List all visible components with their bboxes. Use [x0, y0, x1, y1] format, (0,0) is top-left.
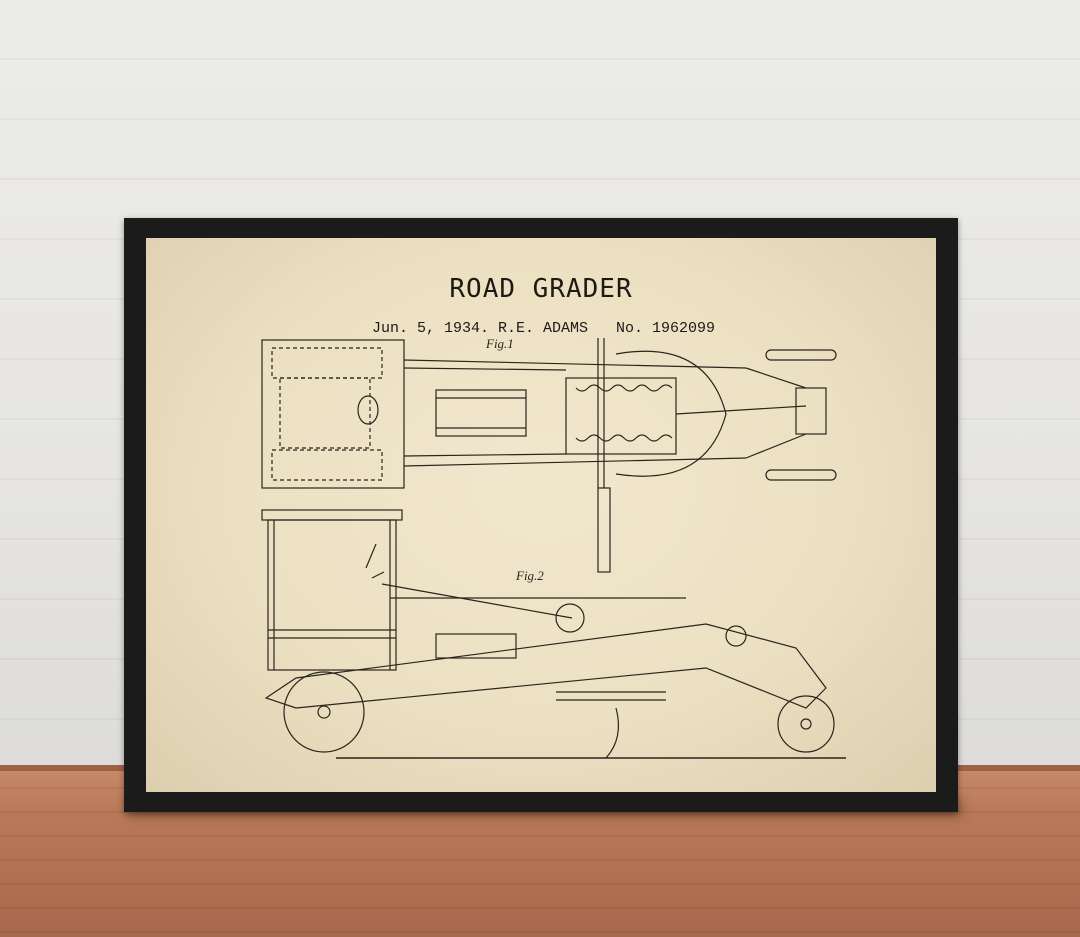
fig2-side-view — [261, 509, 846, 759]
patent-print: ROAD GRADER Jun. 5, 1934. R.E. ADAMS No.… — [146, 238, 936, 792]
patent-drawing: Fig.1 — [261, 336, 846, 759]
patent-number: No. 1962099 — [616, 320, 716, 337]
fig2-label: Fig.2 — [515, 568, 544, 583]
picture-frame: ROAD GRADER Jun. 5, 1934. R.E. ADAMS No.… — [124, 218, 958, 812]
fig1-label: Fig.1 — [485, 336, 514, 351]
patent-date: Jun. 5, 1934. — [372, 320, 490, 337]
fig1-top-view — [261, 338, 837, 573]
print-title: ROAD GRADER — [449, 274, 633, 304]
inventor-name: R.E. ADAMS — [498, 320, 589, 337]
